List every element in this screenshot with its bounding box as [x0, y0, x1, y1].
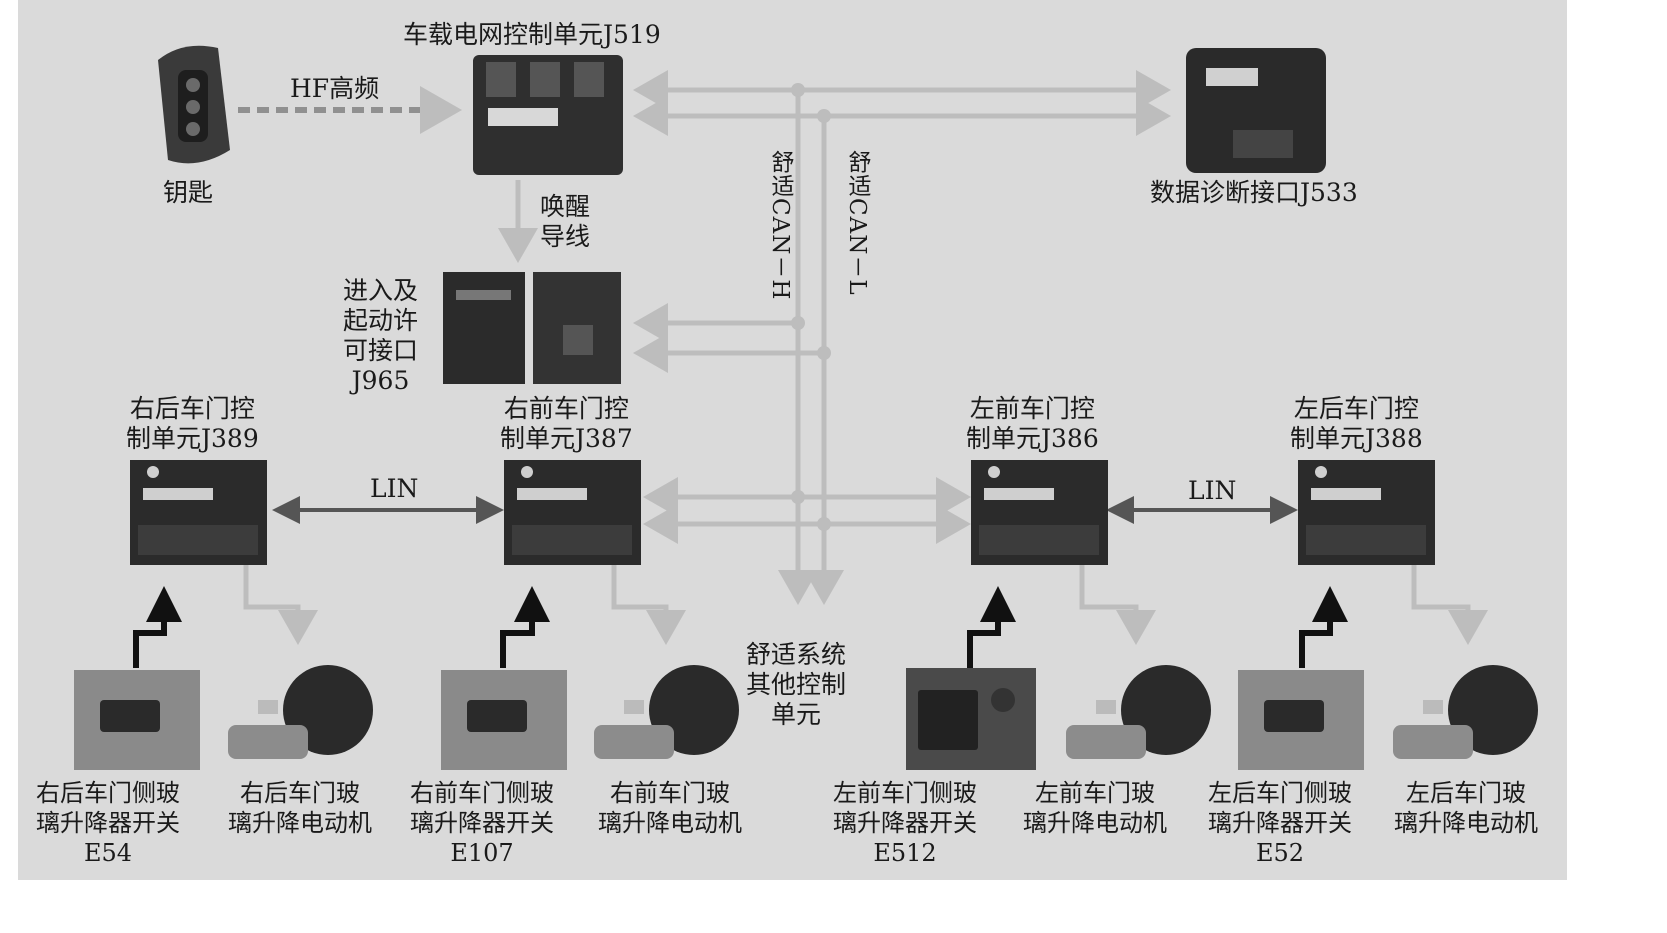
motor-lr-label: 左后车门玻 璃升降电动机 — [1394, 779, 1538, 837]
other-units-label: 舒适系统 其他控制 单元 — [746, 640, 847, 729]
motor-lf-label: 左前车门玻 璃升降电动机 — [1023, 779, 1167, 837]
motor-lr-image — [1393, 665, 1538, 759]
e52-label: 左后车门侧玻 璃升降器开关 E52 — [1208, 779, 1352, 867]
j388-label: 左后车门控 制单元J388 — [1290, 394, 1423, 453]
wake-line-label: 唤醒 导线 — [540, 192, 591, 251]
can-h-label: 舒适CAN－H — [767, 150, 793, 301]
switch-e512-image — [906, 668, 1036, 770]
motor-rr-image — [228, 665, 373, 759]
e512-label: 左前车门侧玻 璃升降器开关 E512 — [833, 779, 977, 867]
e107-label: 右前车门侧玻 璃升降器开关 E107 — [410, 779, 554, 867]
j519-module-image — [473, 55, 623, 175]
j388-module-image — [1298, 460, 1435, 565]
motor-rf-image — [594, 665, 739, 759]
bus-nodes — [791, 83, 831, 531]
lin-label-left-side: LIN — [1188, 476, 1237, 505]
switch-e107-image — [441, 670, 567, 770]
key-fob-image — [158, 45, 230, 164]
hf-label: HF高频 — [290, 74, 380, 103]
j965-label: 进入及 起动许 可接口 J965 — [343, 276, 419, 395]
can-l-label: 舒适CAN－L — [844, 150, 870, 296]
j533-label: 数据诊断接口J533 — [1150, 178, 1358, 207]
diagram-graphics — [74, 45, 1538, 770]
j519-label: 车载电网控制单元J519 — [403, 20, 661, 49]
j965-module-image — [443, 272, 621, 384]
motor-lf-image — [1066, 665, 1211, 759]
switch-e54-image — [74, 670, 200, 770]
can-bus — [243, 70, 1488, 645]
j533-module-image — [1186, 48, 1326, 173]
diagram-canvas: 车载电网控制单元J519 钥匙 HF高频 唤醒 导线 进入及 起动许 可接口 J… — [18, 0, 1567, 880]
switch-e52-image — [1238, 670, 1364, 770]
j389-module-image — [130, 460, 267, 565]
e54-label: 右后车门侧玻 璃升降器开关 E54 — [36, 779, 180, 867]
j387-label: 右前车门控 制单元J387 — [500, 394, 633, 453]
j387-module-image — [504, 460, 641, 565]
motor-rr-label: 右后车门玻 璃升降电动机 — [228, 779, 372, 837]
j389-label: 右后车门控 制单元J389 — [126, 394, 259, 453]
lin-label-right-side: LIN — [370, 474, 419, 503]
j386-module-image — [971, 460, 1108, 565]
key-label: 钥匙 — [163, 178, 214, 207]
j386-label: 左前车门控 制单元J386 — [966, 394, 1099, 453]
motor-rf-label: 右前车门玻 璃升降电动机 — [598, 779, 742, 837]
